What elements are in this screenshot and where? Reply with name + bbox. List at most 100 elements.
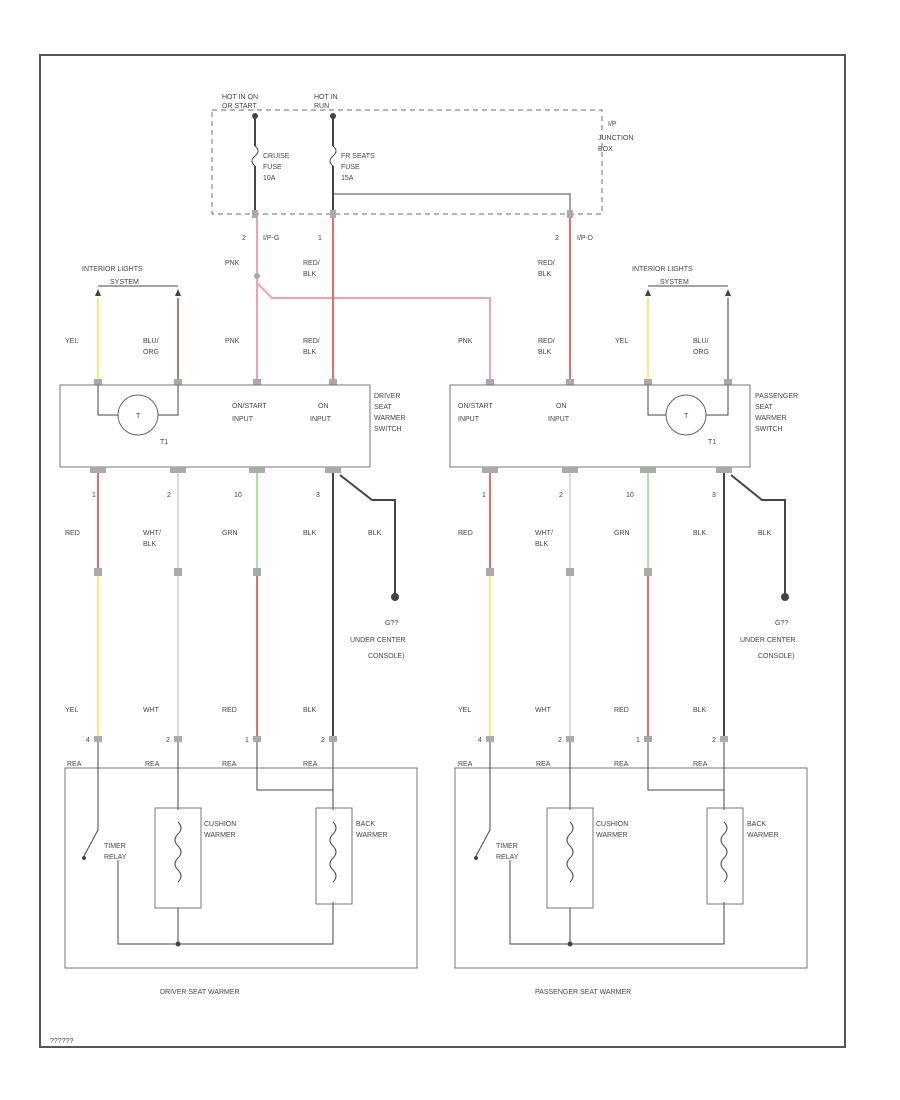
hot-run-label: HOT IN xyxy=(314,94,338,101)
passenger-lamp-wire-right xyxy=(706,385,729,416)
driver-cushion-heater-element-icon xyxy=(174,821,182,883)
driver-red-blk-lower-label: RED/ xyxy=(303,338,320,345)
passenger-seat-conn-label-1: REA xyxy=(458,761,473,768)
driver-switch-name-4: SWITCH xyxy=(374,426,402,433)
driver-seat-pin-3: 1 xyxy=(245,737,249,744)
passenger-red-lower-label: RED xyxy=(614,707,629,714)
cruise-fuse-label-2: FUSE xyxy=(263,164,282,171)
driver-back-warmer-label: BACK xyxy=(356,821,375,828)
driver-onstart-input-label: ON/START xyxy=(232,403,267,410)
passenger-ground-label-2: UNDER CENTER xyxy=(740,637,796,644)
passenger-lamp-label: T1 xyxy=(708,439,716,446)
driver-lamp-label: T1 xyxy=(160,439,168,446)
driver-side-section: INTERIOR LIGHTS SYSTEM YEL BLU/ ORG PNK … xyxy=(59,266,418,996)
driver-cushion-warmer-label-2: WARMER xyxy=(204,832,236,839)
passenger-lamp-wire-left xyxy=(647,385,666,416)
passenger-seat-pin-1: 4 xyxy=(478,737,482,744)
driver-yel-label: YEL xyxy=(65,338,78,345)
ip-g-pin-2-connector xyxy=(252,210,258,218)
driver-timer-relay-label: TIMER xyxy=(104,843,126,850)
driver-ground-label-3: CONSOLE) xyxy=(368,653,405,660)
driver-yel-lower-label: YEL xyxy=(65,707,78,714)
driver-blu-org-label: BLU/ xyxy=(143,338,159,345)
driver-switch-bottom-pin-4 xyxy=(325,467,341,473)
passenger-pin-1-label: 1 xyxy=(482,492,486,499)
passenger-seat-connector-2 xyxy=(566,736,574,742)
passenger-timer-relay-label-2: RELAY xyxy=(496,854,519,861)
driver-timer-contact-dot xyxy=(82,856,86,860)
passenger-inline-connector-3 xyxy=(644,568,652,576)
passenger-switch-name-4: SWITCH xyxy=(755,426,783,433)
fr-seats-fuse-symbol xyxy=(329,145,337,167)
passenger-seat-conn-label-2: REA xyxy=(536,761,551,768)
driver-timer-relay-contact xyxy=(83,829,99,857)
driver-ground-wire xyxy=(339,474,396,595)
passenger-seat-conn-label-4: REA xyxy=(693,761,708,768)
cruise-fuse-label: CRUISE xyxy=(263,153,290,160)
hot-run-start-label-2: OR START xyxy=(222,103,257,110)
driver-switch-name: DRIVER xyxy=(374,393,400,400)
driver-seat-connector-2 xyxy=(174,736,182,742)
passenger-cushion-junction-dot xyxy=(567,941,573,947)
driver-blk-lower-label: BLK xyxy=(303,707,317,714)
driver-timer-relay-label-2: RELAY xyxy=(104,854,127,861)
driver-seat-warmer-caption: DRIVER SEAT WARMER xyxy=(160,989,240,996)
driver-grn-label: GRN xyxy=(222,530,238,537)
driver-wht-blk-label: WHT/ xyxy=(143,530,161,537)
driver-seat-warmer-module xyxy=(64,767,418,969)
hot-run-label-2: RUN xyxy=(314,103,329,110)
passenger-timer-return-wire xyxy=(509,860,725,945)
passenger-inline-connector-1 xyxy=(486,568,494,576)
red-blk-passenger-upper-label-2: BLK xyxy=(538,271,552,278)
passenger-blk-lower-label: BLK xyxy=(693,707,707,714)
driver-back-warmer-label-2: WARMER xyxy=(356,832,388,839)
driver-indicator-lamp-icon xyxy=(117,394,159,436)
passenger-timer-contact-dot xyxy=(474,856,478,860)
fr-seats-fuse-label: FR SEATS xyxy=(341,153,375,160)
passenger-seat-warmer-module xyxy=(454,767,808,969)
passenger-side-section: INTERIOR LIGHTS SYSTEM YEL BLU/ ORG PNK … xyxy=(449,266,808,996)
ip-g-pin-1-label: 1 xyxy=(318,235,322,242)
driver-switch-bottom-pin-1 xyxy=(90,467,106,473)
passenger-switch-top-pin-1 xyxy=(486,379,494,385)
driver-seat-pin-4: 2 xyxy=(321,737,325,744)
passenger-ground-icon xyxy=(781,593,789,601)
driver-onstart-input-label-2: INPUT xyxy=(232,416,254,423)
passenger-onstart-input-label: ON/START xyxy=(458,403,493,410)
passenger-ground-label-3: CONSOLE) xyxy=(758,653,795,660)
driver-red-label: RED xyxy=(65,530,80,537)
passenger-red-blk-lower-label: RED/ xyxy=(538,338,555,345)
passenger-inline-connector-2 xyxy=(566,568,574,576)
driver-blu-org-label-2: ORG xyxy=(143,349,159,356)
fr-seats-fuse-rating: 15A xyxy=(341,175,354,182)
driver-seat-conn-label-1: REA xyxy=(67,761,82,768)
fr-seats-fuse-label-2: FUSE xyxy=(341,164,360,171)
driver-pnk-lower-label: PNK xyxy=(225,338,240,345)
passenger-back-warmer-label-2: WARMER xyxy=(747,832,779,839)
passenger-back-warmer-label: BACK xyxy=(747,821,766,828)
passenger-seat-conn-label-3: REA xyxy=(614,761,629,768)
driver-switch-top-pin-4 xyxy=(329,379,337,385)
passenger-switch-top-pin-2 xyxy=(566,379,574,385)
red-blk-driver-upper-label: RED/ xyxy=(303,260,320,267)
passenger-timer-relay-label: TIMER xyxy=(496,843,518,850)
passenger-pin-3-label: 10 xyxy=(626,492,634,499)
passenger-wht-blk-label: WHT/ xyxy=(535,530,553,537)
driver-seat-connector-4 xyxy=(329,736,337,742)
diagram-frame xyxy=(39,54,846,1048)
driver-on-input-label-2: INPUT xyxy=(310,416,332,423)
passenger-seat-connector-3 xyxy=(644,736,652,742)
driver-pin-2-label: 2 xyxy=(167,492,171,499)
passenger-lamp-glyph: T xyxy=(684,413,689,420)
driver-switch-top-pin-2 xyxy=(174,379,182,385)
passenger-blu-org-label: BLU/ xyxy=(693,338,709,345)
driver-blk-label: BLK xyxy=(303,530,317,537)
passenger-pnk-lower-label: PNK xyxy=(458,338,473,345)
passenger-seat-warmer-caption: PASSENGER SEAT WARMER xyxy=(535,989,631,996)
red-blk-driver-upper-label-2: BLK xyxy=(303,271,317,278)
passenger-ground-blk-label: BLK xyxy=(758,530,772,537)
driver-seat-connector-1 xyxy=(94,736,102,742)
driver-cushion-junction-dot xyxy=(175,941,181,947)
diagram-code-label: ?????? xyxy=(50,1038,73,1045)
